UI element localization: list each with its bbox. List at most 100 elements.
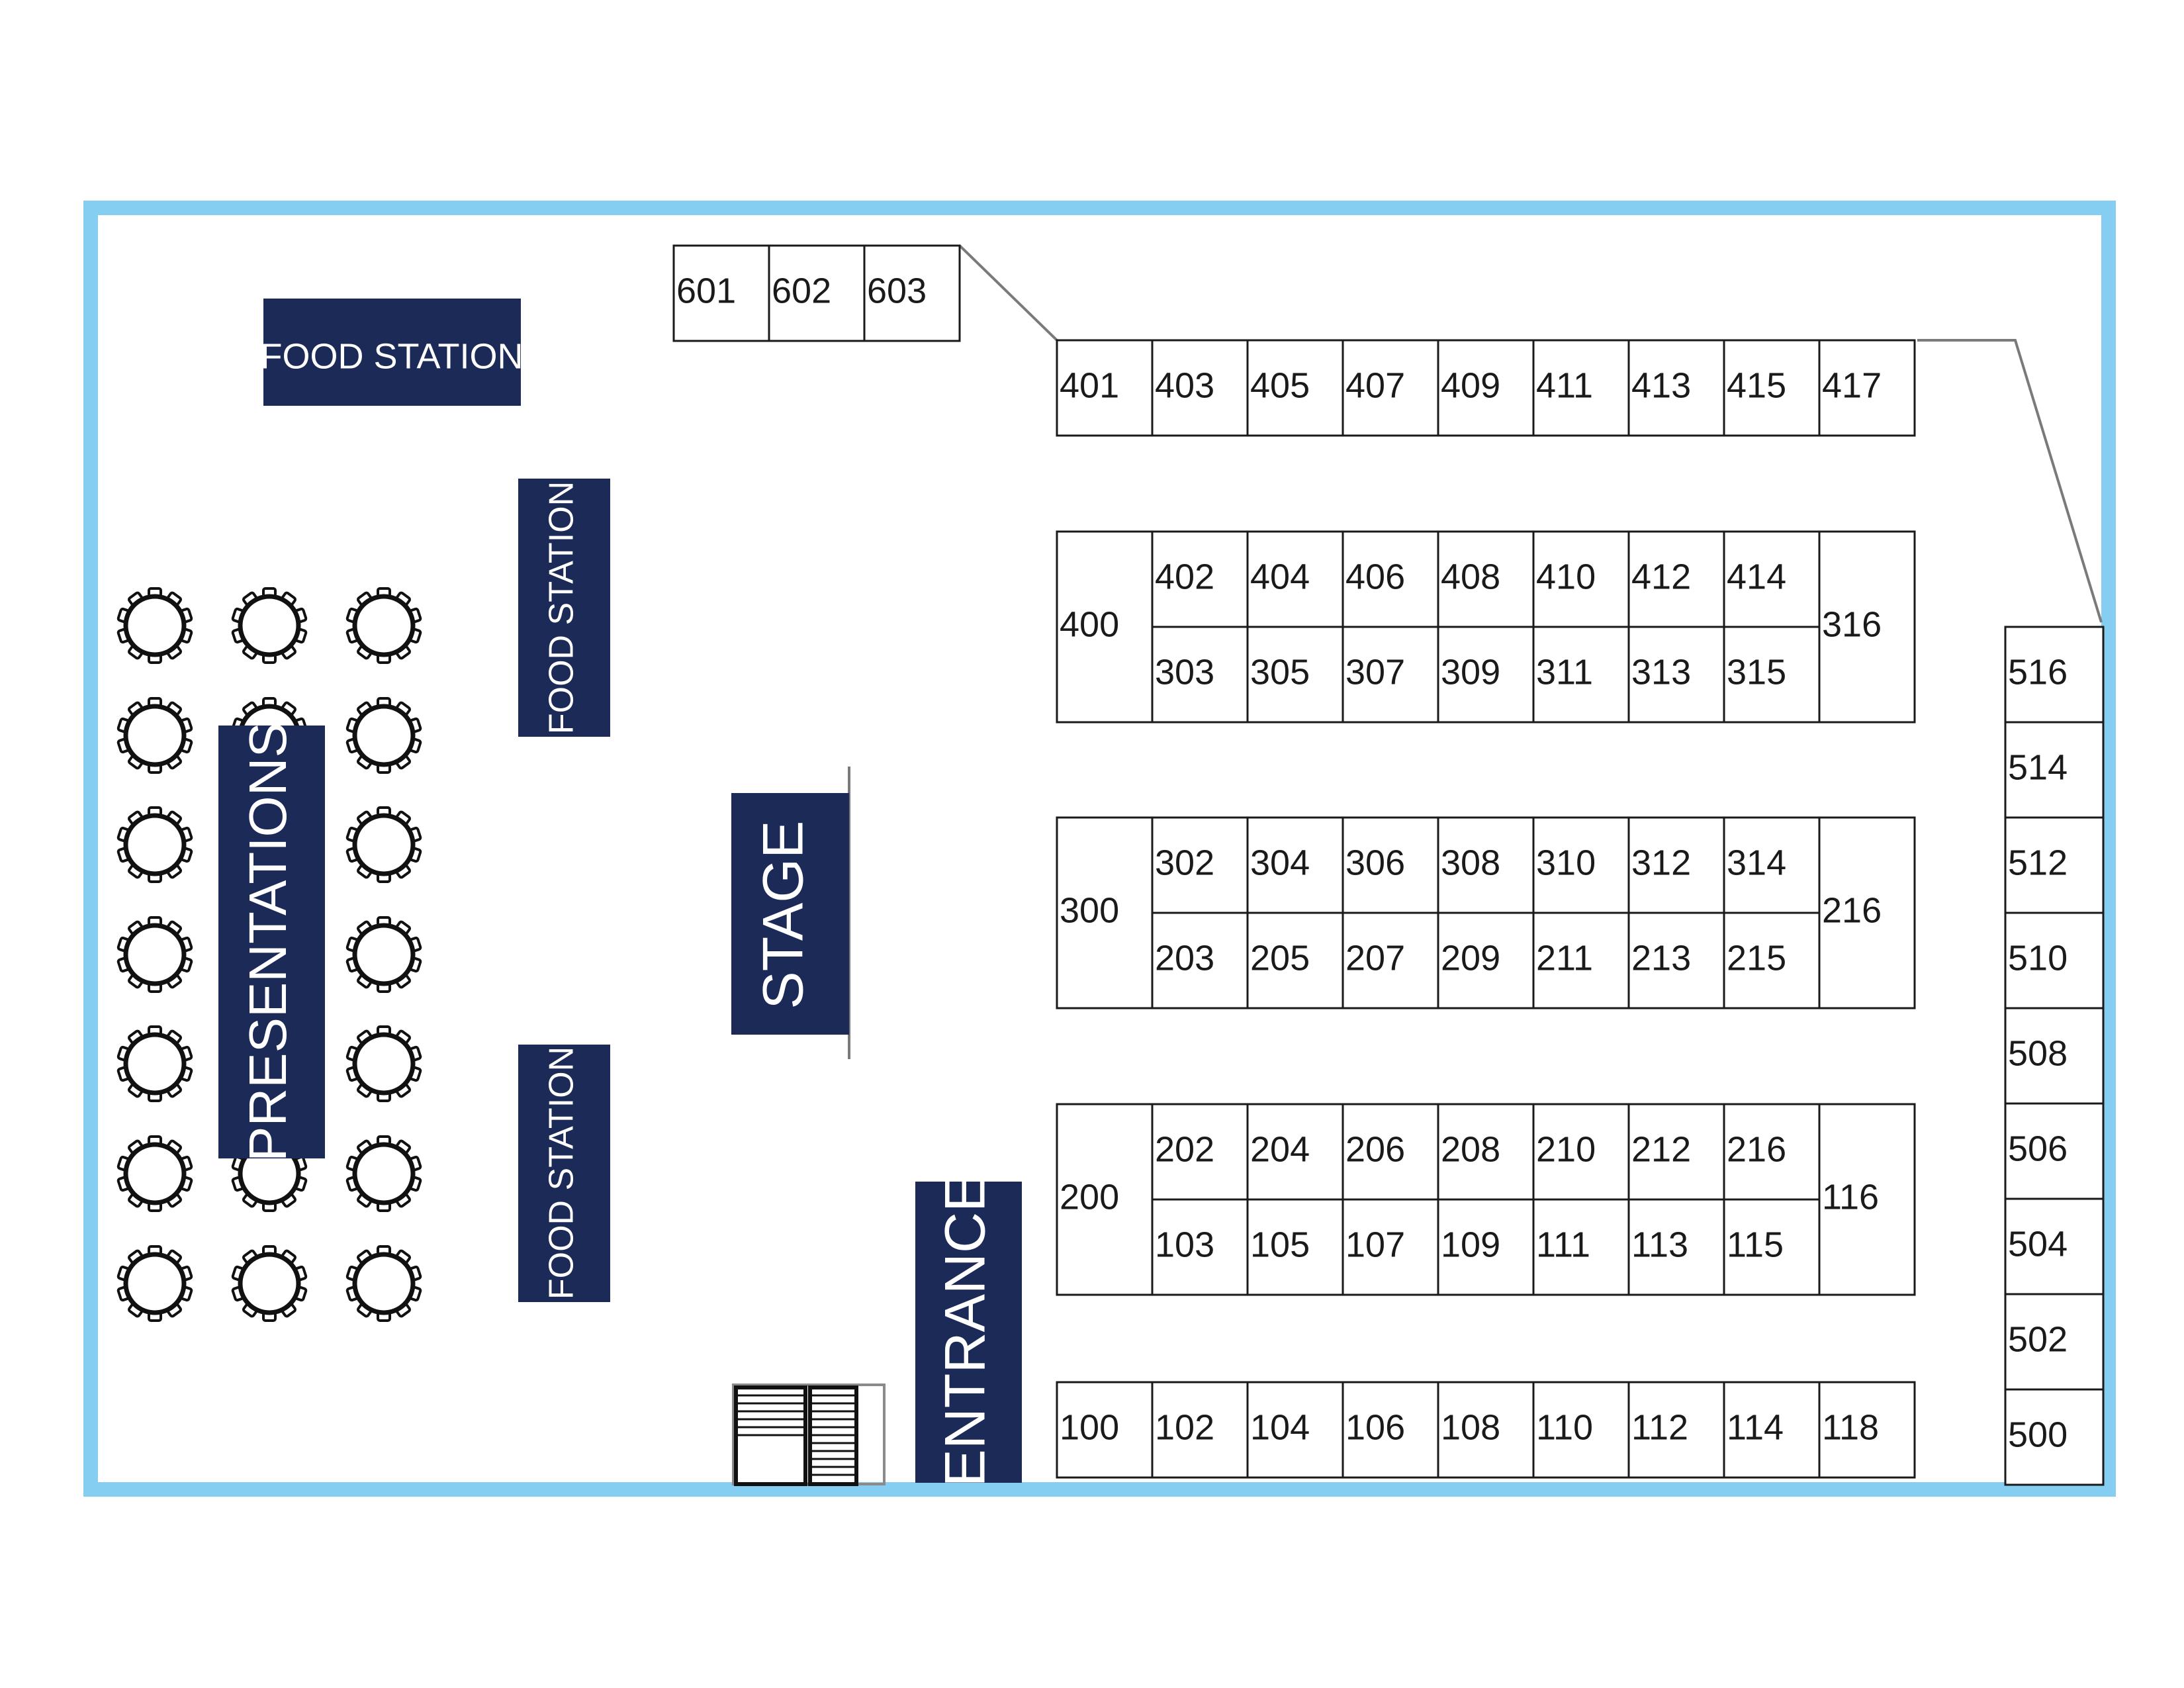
booth-207[interactable]: 207 [1342,912,1439,1009]
booth-204[interactable]: 204 [1246,1103,1344,1201]
booth-212[interactable]: 212 [1627,1103,1725,1201]
booth-label: 204 [1250,1129,1310,1169]
booth-210[interactable]: 210 [1532,1103,1630,1201]
booth-315[interactable]: 315 [1723,626,1821,724]
booth-403[interactable]: 403 [1151,339,1249,437]
booth-508[interactable]: 508 [2004,1007,2105,1105]
booth-label: 506 [2008,1129,2068,1168]
booth-108[interactable]: 108 [1437,1381,1535,1479]
booth-114[interactable]: 114 [1723,1381,1821,1479]
booth-213[interactable]: 213 [1627,912,1725,1009]
food-station-upper[interactable]: FOOD STATION [518,479,610,737]
entrance-area[interactable]: ENTRANCE [915,1174,1022,1487]
booth-300[interactable]: 300 [1056,816,1154,1009]
booth-116[interactable]: 116 [1818,1103,1916,1296]
booth-109[interactable]: 109 [1437,1198,1535,1296]
booth-603[interactable]: 603 [863,244,961,342]
booth-514[interactable]: 514 [2004,721,2105,819]
round-table [116,587,193,664]
booth-405[interactable]: 405 [1246,339,1344,437]
booth-409[interactable]: 409 [1437,339,1535,437]
booth-410[interactable]: 410 [1532,530,1630,628]
booth-label: 411 [1536,365,1593,405]
booth-408[interactable]: 408 [1437,530,1535,628]
booth-404[interactable]: 404 [1246,530,1344,628]
booth-500[interactable]: 500 [2004,1388,2105,1486]
booth-label: 106 [1345,1407,1405,1447]
booth-516[interactable]: 516 [2004,626,2105,724]
booth-115[interactable]: 115 [1723,1198,1821,1296]
booth-504[interactable]: 504 [2004,1197,2105,1295]
booth-310[interactable]: 310 [1532,816,1630,914]
booth-107[interactable]: 107 [1342,1198,1439,1296]
food-station-top[interactable]: FOOD STATION [261,299,523,406]
booth-412[interactable]: 412 [1627,530,1725,628]
booth-406[interactable]: 406 [1342,530,1439,628]
booth-307[interactable]: 307 [1342,626,1439,724]
booth-304[interactable]: 304 [1246,816,1344,914]
booth-308[interactable]: 308 [1437,816,1535,914]
upper-right-wall-line [1917,339,2103,623]
booth-113[interactable]: 113 [1627,1198,1725,1296]
booth-512[interactable]: 512 [2004,816,2105,914]
booth-label: 404 [1250,557,1310,596]
stage-area[interactable]: STAGE [731,767,850,1059]
booth-506[interactable]: 506 [2004,1102,2105,1200]
booth-216[interactable]: 216 [1818,816,1916,1009]
booth-202[interactable]: 202 [1151,1103,1249,1201]
booth-label: 102 [1155,1407,1214,1447]
booth-601[interactable]: 601 [672,244,770,342]
booth-407[interactable]: 407 [1342,339,1439,437]
booth-205[interactable]: 205 [1246,912,1344,1009]
booth-206[interactable]: 206 [1342,1103,1439,1201]
booth-118[interactable]: 118 [1818,1381,1916,1479]
booth-306[interactable]: 306 [1342,816,1439,914]
booth-510[interactable]: 510 [2004,912,2105,1009]
booth-104[interactable]: 104 [1246,1381,1344,1479]
booth-314[interactable]: 314 [1723,816,1821,914]
booth-112[interactable]: 112 [1627,1381,1725,1479]
booth-305[interactable]: 305 [1246,626,1344,724]
booth-label: 402 [1155,557,1214,596]
booth-411[interactable]: 411 [1532,339,1630,437]
booth-215[interactable]: 215 [1723,912,1821,1009]
booth-110[interactable]: 110 [1532,1381,1630,1479]
booth-313[interactable]: 313 [1627,626,1725,724]
booth-label: 516 [2008,652,2068,692]
booth-316[interactable]: 316 [1818,530,1916,724]
booth-label: 500 [2008,1415,2068,1454]
booth-309[interactable]: 309 [1437,626,1535,724]
booth-label: 413 [1631,365,1691,405]
booth-414[interactable]: 414 [1723,530,1821,628]
booth-209[interactable]: 209 [1437,912,1535,1009]
booth-106[interactable]: 106 [1342,1381,1439,1479]
food-station-lower[interactable]: FOOD STATION [518,1045,610,1302]
booth-label: 108 [1441,1407,1500,1447]
booth-200[interactable]: 200 [1056,1103,1154,1296]
booth-413[interactable]: 413 [1627,339,1725,437]
booth-111[interactable]: 111 [1532,1198,1630,1296]
booth-216[interactable]: 216 [1723,1103,1821,1201]
booth-401[interactable]: 401 [1056,339,1154,437]
booth-417[interactable]: 417 [1818,339,1916,437]
booth-602[interactable]: 602 [768,244,866,342]
booth-502[interactable]: 502 [2004,1293,2105,1391]
booth-402[interactable]: 402 [1151,530,1249,628]
booth-105[interactable]: 105 [1246,1198,1344,1296]
booth-203[interactable]: 203 [1151,912,1249,1009]
presentations-area[interactable]: PRESENTATIONS [218,722,325,1162]
booth-303[interactable]: 303 [1151,626,1249,724]
booth-208[interactable]: 208 [1437,1103,1535,1201]
booth-100[interactable]: 100 [1056,1381,1154,1479]
booth-415[interactable]: 415 [1723,339,1821,437]
booth-311[interactable]: 311 [1532,626,1630,724]
booth-302[interactable]: 302 [1151,816,1249,914]
booth-label: 302 [1155,843,1214,882]
booth-211[interactable]: 211 [1532,912,1630,1009]
booth-400[interactable]: 400 [1056,530,1154,724]
booth-103[interactable]: 103 [1151,1198,1249,1296]
booth-label: 417 [1822,365,1882,405]
booth-102[interactable]: 102 [1151,1381,1249,1479]
booth-label: 200 [1060,1177,1119,1217]
booth-312[interactable]: 312 [1627,816,1725,914]
